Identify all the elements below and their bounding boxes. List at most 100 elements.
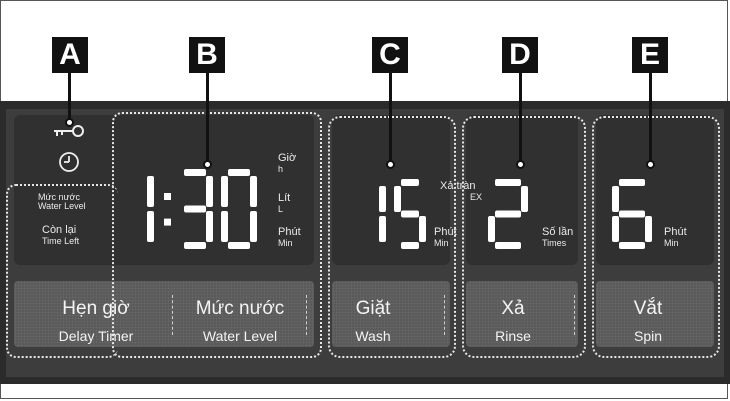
- button-label-vn: Mức nước: [195, 298, 285, 319]
- segment-f: [394, 186, 401, 212]
- unit-minutes: Phút Min: [278, 226, 301, 248]
- segment-a: [184, 169, 206, 176]
- segment-c: [379, 216, 386, 242]
- segment-f: [221, 176, 228, 207]
- leader-d-dot: [516, 160, 525, 169]
- segment-g: [495, 210, 521, 218]
- label-vn: Phút: [434, 226, 457, 238]
- leader-b: [206, 72, 209, 164]
- segment-c: [250, 211, 257, 242]
- leader-b-dot: [203, 160, 212, 169]
- segment-b: [206, 176, 213, 207]
- region-b-outline: [112, 112, 322, 358]
- label-vn: Lít: [278, 192, 291, 204]
- region-a-outline: [6, 184, 118, 358]
- separator: [306, 295, 307, 335]
- segment-c: [206, 211, 213, 242]
- button-label-en: Spin: [633, 328, 663, 344]
- segment-b: [521, 186, 528, 212]
- segment-c: [645, 216, 652, 242]
- segment-e: [221, 211, 228, 242]
- segment-b: [147, 176, 154, 207]
- label-en: Times: [542, 237, 567, 248]
- segment-f: [612, 186, 619, 212]
- leader-d: [519, 72, 522, 164]
- leader-e: [649, 72, 652, 164]
- label-vn: Giờ: [278, 152, 297, 164]
- button-bar-left: [14, 281, 314, 347]
- segment-g: [619, 210, 645, 218]
- water-level-button[interactable]: Mức nước Water Level: [176, 297, 304, 345]
- spin-unit-minutes: Phút Min: [664, 226, 687, 248]
- leader-c: [389, 72, 392, 164]
- colon-dot: [164, 193, 171, 200]
- time-display-digits: [147, 169, 257, 249]
- unit-hours: Giờ h: [278, 152, 297, 174]
- segment-b: [379, 186, 386, 212]
- segment-a: [495, 179, 521, 186]
- label-vn: Số lần: [542, 226, 574, 238]
- button-bar-spin: [596, 281, 714, 347]
- segment-c: [147, 211, 154, 242]
- rinse-times-label: Số lần Times: [542, 226, 574, 248]
- label-en: L: [278, 203, 284, 214]
- button-label-vn: Vắt: [633, 298, 663, 319]
- control-panel: Hẹn giờ Delay Timer Mức nước Water Level…: [0, 101, 730, 384]
- rinse-display-digits: [488, 179, 528, 249]
- water-level-indicator-label: Mức nước Water Level: [38, 192, 86, 212]
- button-label-en: Water Level: [202, 328, 278, 344]
- label-vn: Phút: [278, 226, 301, 238]
- segment-g: [401, 210, 419, 218]
- label-vn: Còn lại: [42, 224, 77, 236]
- label-vn: Phút: [664, 226, 687, 238]
- rinse-button[interactable]: Xả Rinse: [470, 297, 556, 345]
- button-label-vn: Giặt: [355, 298, 391, 319]
- separator: [444, 295, 445, 335]
- label-en: h: [278, 163, 284, 174]
- callout-a: A: [52, 37, 88, 73]
- segment-a: [619, 179, 645, 186]
- segment-a: [401, 179, 419, 186]
- segment-b: [250, 176, 257, 207]
- button-label-en: Rinse: [495, 328, 531, 344]
- region-d-outline: [462, 116, 586, 358]
- label-en: Min: [434, 237, 449, 248]
- segment-d: [401, 242, 419, 249]
- spin-button[interactable]: Vắt Spin: [600, 297, 696, 345]
- leader-e-dot: [646, 160, 655, 169]
- region-c-outline: [328, 116, 456, 358]
- button-label-en: Wash: [355, 328, 391, 344]
- callout-c: C: [372, 37, 408, 73]
- key-icon: [54, 125, 84, 137]
- lcd-left: [14, 115, 314, 265]
- spin-display-digits: [612, 179, 652, 249]
- label-vn: Xả tràn: [440, 180, 476, 192]
- label-en: Min: [278, 237, 293, 248]
- segment-d: [184, 242, 206, 249]
- segment-d: [619, 242, 645, 249]
- segment-e: [612, 216, 619, 242]
- button-label-vn: Xả: [501, 298, 525, 319]
- segment-d: [228, 242, 250, 249]
- wash-button[interactable]: Giặt Wash: [338, 297, 408, 345]
- separator: [574, 295, 575, 335]
- segment-d: [495, 242, 521, 249]
- callout-e: E: [632, 37, 668, 73]
- button-label-en: Delay Timer: [58, 328, 134, 344]
- segment-c: [419, 216, 426, 242]
- label-en: Water Level: [38, 201, 86, 212]
- wash-unit-minutes: Phút Min: [434, 226, 457, 248]
- segment-a: [228, 169, 250, 176]
- time-left-indicator-label: Còn lại Time Left: [42, 224, 80, 246]
- unit-liters: Lít L: [278, 192, 291, 214]
- button-bar-rinse: [466, 281, 578, 347]
- region-e-outline: [592, 116, 720, 358]
- callout-d: D: [502, 37, 538, 73]
- overflow-rinse-label: Xả tràn EX: [440, 180, 483, 202]
- leader-c-dot: [386, 160, 395, 169]
- colon-dot: [164, 218, 171, 226]
- label-en: Time Left: [42, 235, 80, 246]
- separator: [172, 295, 173, 335]
- label-en: EX: [470, 191, 483, 202]
- button-bar-wash: [332, 281, 450, 347]
